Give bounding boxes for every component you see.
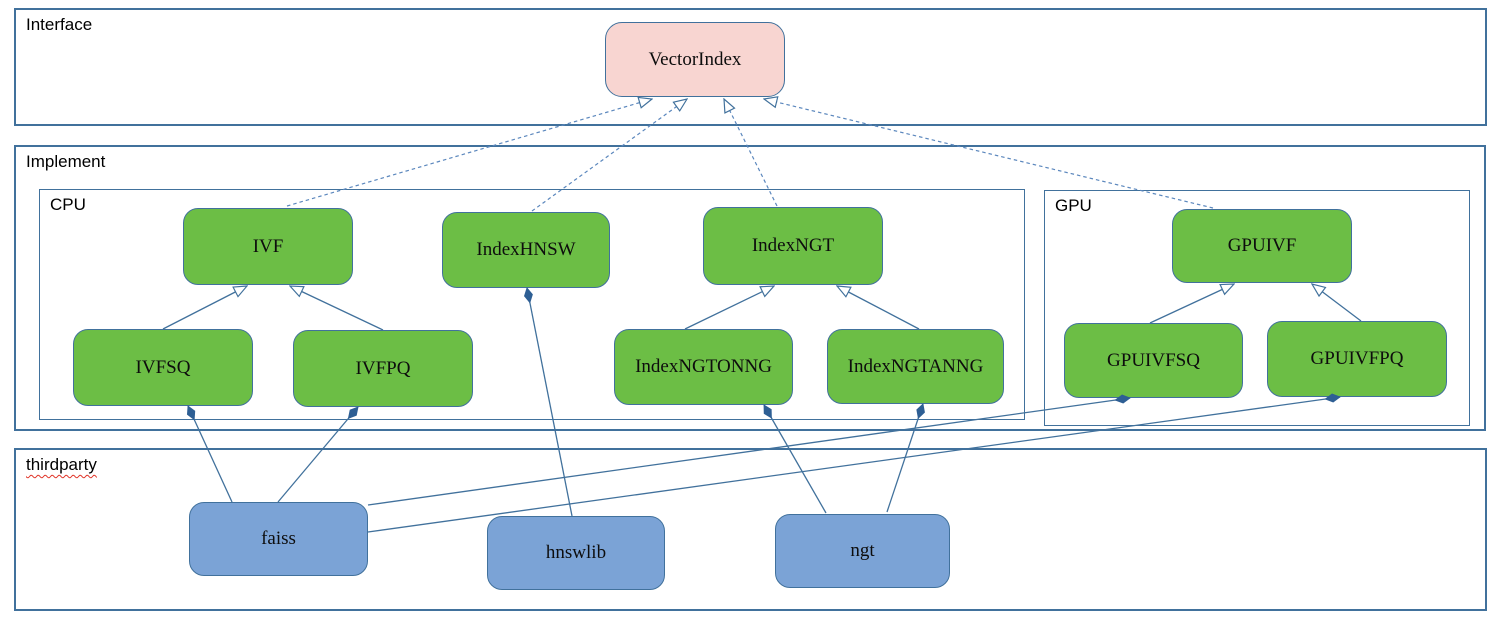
node-label-GPUIVFPQ: GPUIVFPQ	[1310, 348, 1404, 369]
node-label-VectorIndex: VectorIndex	[648, 48, 742, 70]
node-IndexNGTANNG[interactable]: IndexNGTANNG	[827, 329, 1004, 404]
node-label-IndexHNSW: IndexHNSW	[476, 239, 576, 260]
node-GPUIVFPQ[interactable]: GPUIVFPQ	[1267, 321, 1447, 397]
node-IndexNGT[interactable]: IndexNGT	[703, 207, 883, 285]
node-IndexHNSW[interactable]: IndexHNSW	[442, 212, 610, 288]
node-label-ngt: ngt	[850, 540, 875, 561]
node-IVFPQ[interactable]: IVFPQ	[293, 330, 473, 407]
node-IVF[interactable]: IVF	[183, 208, 353, 285]
node-label-GPUIVFSQ: GPUIVFSQ	[1107, 349, 1200, 371]
container-label-implement: Implement	[26, 152, 106, 171]
node-GPUIVF[interactable]: GPUIVF	[1172, 209, 1352, 283]
node-label-IVFPQ: IVFPQ	[355, 357, 411, 379]
node-label-IVFSQ: IVFSQ	[135, 356, 191, 378]
node-label-hnswlib: hnswlib	[545, 542, 607, 563]
node-label-IVF: IVF	[252, 235, 284, 257]
node-VectorIndex[interactable]: VectorIndex	[605, 22, 785, 97]
node-hnswlib[interactable]: hnswlib	[487, 516, 665, 590]
node-label-faiss: faiss	[261, 528, 296, 549]
node-label-GPUIVF: GPUIVF	[1227, 235, 1297, 256]
container-label-gpu: GPU	[1055, 196, 1092, 215]
node-IndexNGTONNG[interactable]: IndexNGTONNG	[614, 329, 793, 405]
node-label-IndexNGTONNG: IndexNGTONNG	[635, 356, 772, 377]
node-GPUIVFSQ[interactable]: GPUIVFSQ	[1064, 323, 1243, 398]
container-label-thirdparty: thirdparty	[26, 455, 97, 474]
node-label-IndexNGTANNG: IndexNGTANNG	[847, 355, 984, 377]
node-IVFSQ[interactable]: IVFSQ	[73, 329, 253, 406]
container-label-interface: Interface	[26, 15, 93, 34]
node-faiss[interactable]: faiss	[189, 502, 368, 576]
node-label-IndexNGT: IndexNGT	[751, 235, 835, 256]
container-label-cpu: CPU	[50, 195, 86, 214]
node-ngt[interactable]: ngt	[775, 514, 950, 588]
